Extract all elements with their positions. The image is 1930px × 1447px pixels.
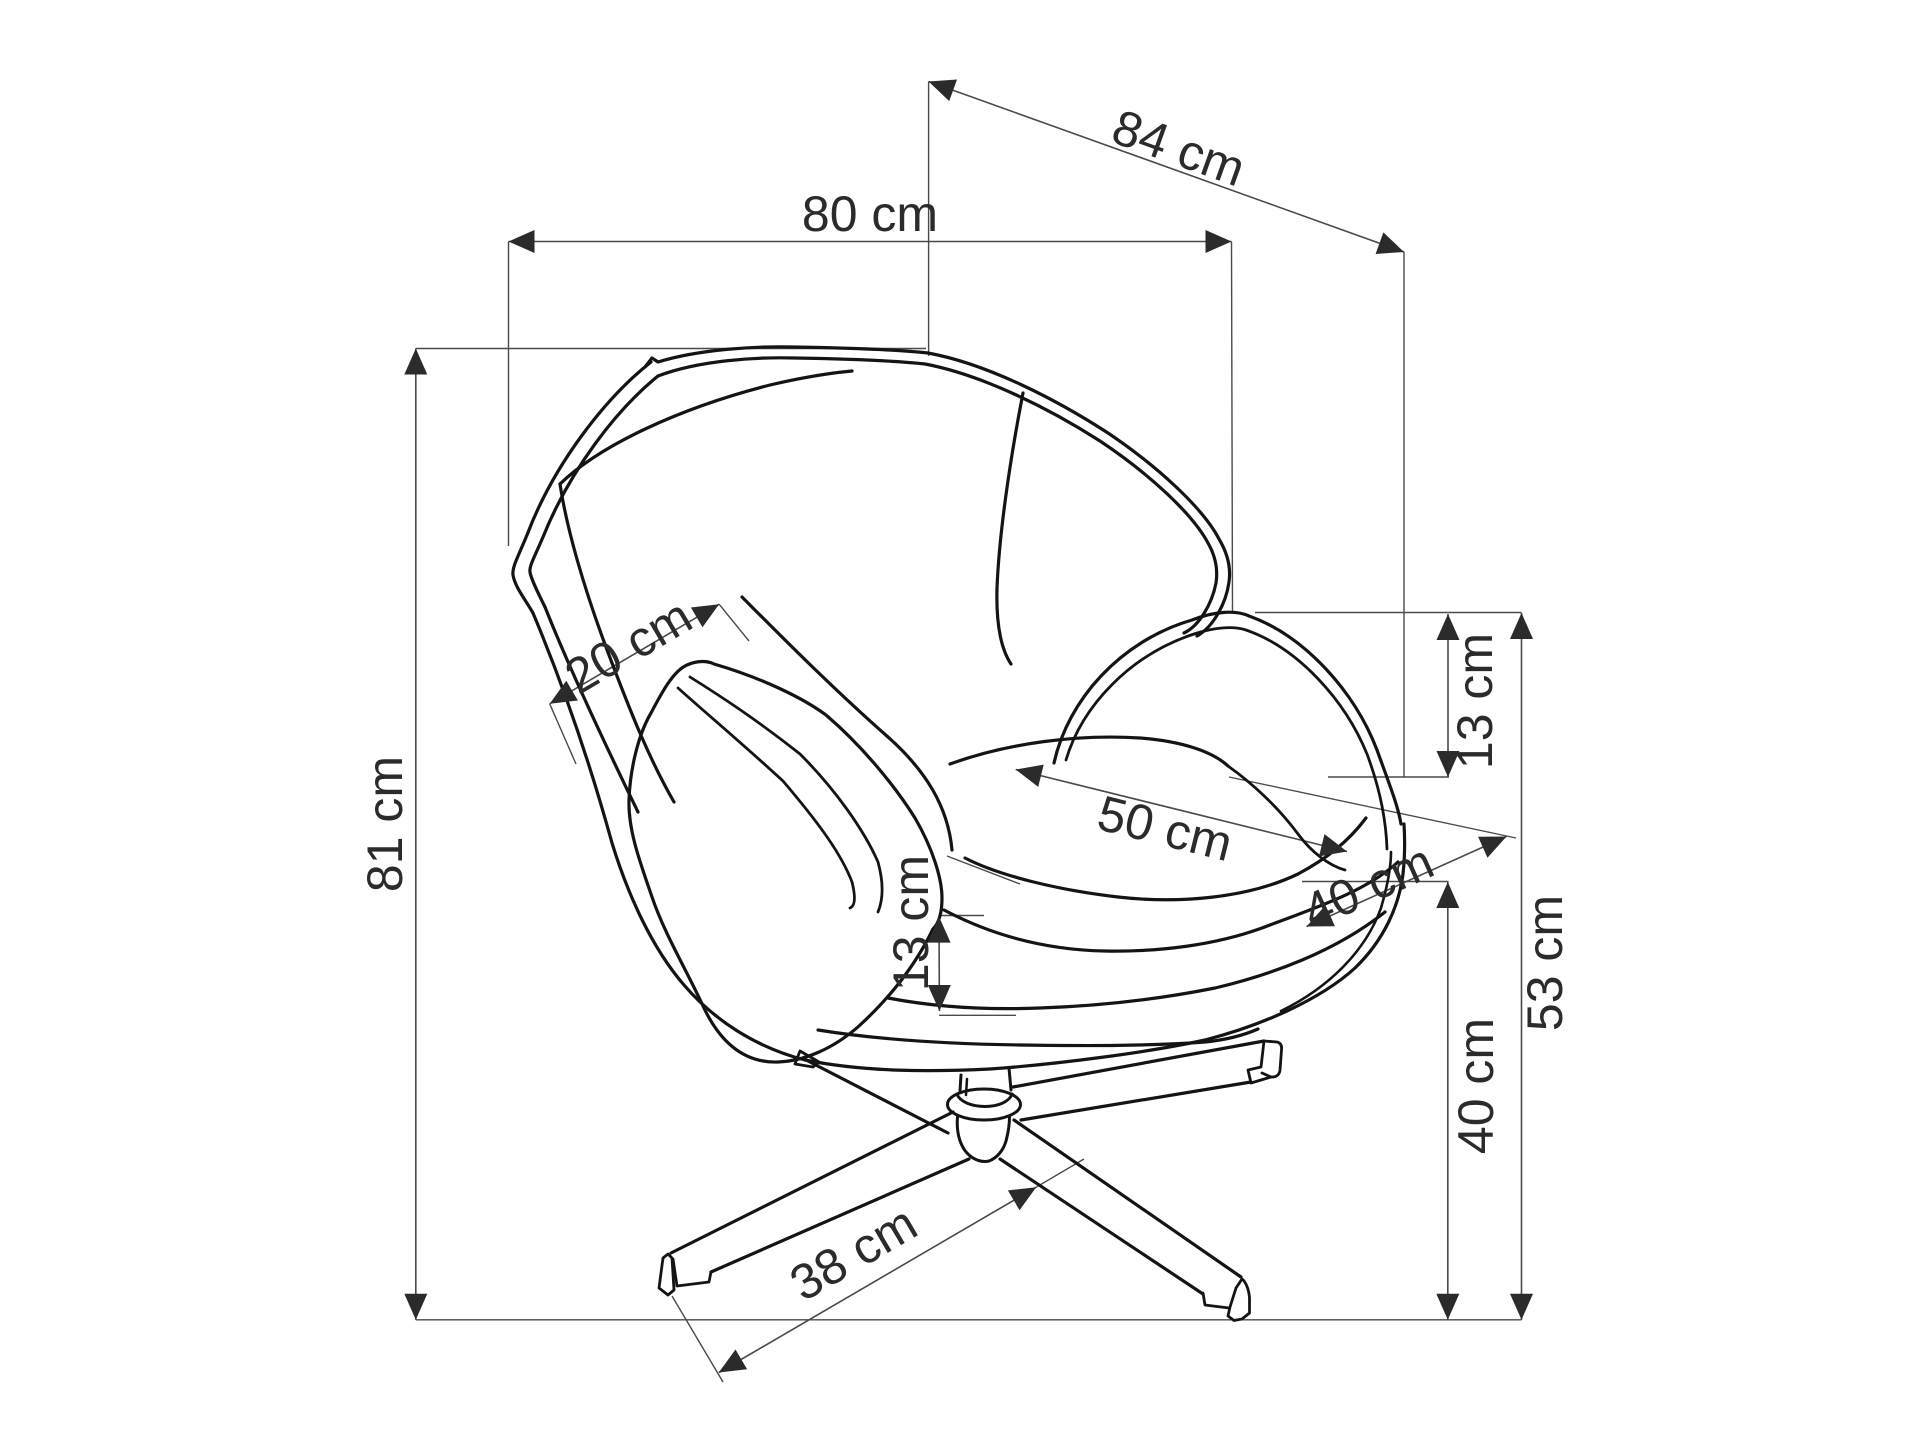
svg-text:13 cm: 13 cm: [883, 855, 939, 991]
svg-text:40 cm: 40 cm: [1448, 1018, 1504, 1154]
svg-text:53 cm: 53 cm: [1517, 895, 1573, 1031]
svg-text:81 cm: 81 cm: [357, 756, 413, 892]
svg-text:13 cm: 13 cm: [1447, 633, 1503, 769]
svg-text:80 cm: 80 cm: [802, 186, 938, 242]
